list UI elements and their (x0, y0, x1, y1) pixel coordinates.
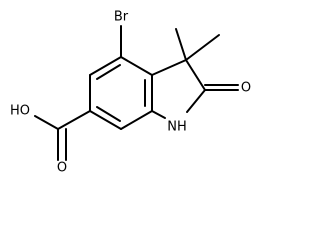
bond-n1-c7a (151, 110, 166, 119)
bond-c7a-c7 (120, 110, 153, 130)
bond-c2-n1 (186, 89, 206, 113)
benzene-ring (89, 56, 153, 130)
structure-diagram: Br O NH HO O (10, 10, 251, 176)
carbonyl-oxygen-label: O (57, 161, 67, 176)
acid-bond-oh (34, 115, 59, 130)
bond-c7-c6 (89, 110, 122, 130)
bond-c5-c4 (89, 56, 122, 76)
hydroxyl-label: HO (10, 104, 30, 119)
bond-c3a-c3 (151, 59, 187, 76)
methyl-bond-right (185, 34, 220, 61)
bromine-label: Br (114, 10, 129, 25)
nh-label: NH (167, 120, 187, 135)
oxo-oxygen-label: O (241, 81, 251, 96)
bond-c7-c6-inner (96, 106, 121, 122)
bond-c5-c4-inner (96, 64, 121, 80)
bond-c3-c2 (185, 59, 206, 91)
bond-c4-c3a (120, 56, 153, 76)
lactam-ring (151, 59, 206, 119)
acid-bond-c6 (57, 110, 91, 130)
methyl-bond-left (175, 28, 187, 61)
